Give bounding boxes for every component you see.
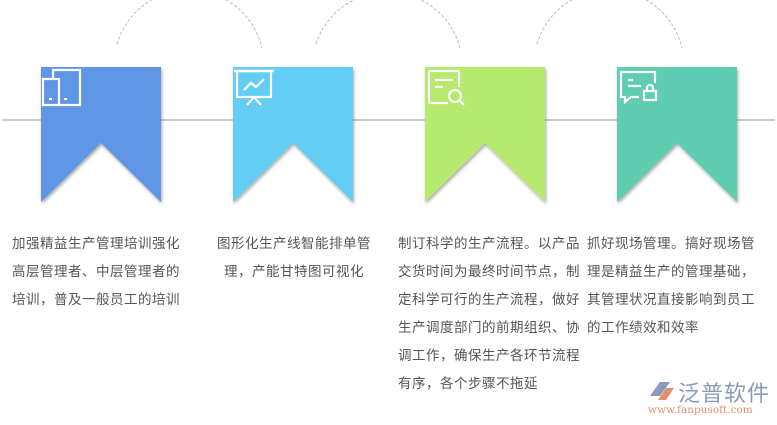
step-banner-3 bbox=[425, 67, 545, 203]
devices-icon bbox=[41, 68, 82, 107]
presentation-chart-icon bbox=[234, 69, 274, 106]
logo-mark-icon bbox=[650, 382, 674, 400]
document-search-icon bbox=[427, 69, 465, 106]
step-description-1: 加强精益生产管理培训强化高层管理者、中层管理者的培训，普及一般员工的培训 bbox=[12, 236, 180, 308]
step-banner-2 bbox=[233, 67, 353, 203]
step-description-2: 图形化生产线智能排单管理，产能甘特图可视化 bbox=[217, 236, 371, 280]
arc-connector bbox=[315, 0, 461, 49]
logo-name: 泛普软件 bbox=[678, 382, 771, 407]
logo-url: www.fanpusoft.com bbox=[648, 404, 753, 416]
arc-connector bbox=[116, 0, 263, 49]
arc-connector bbox=[536, 0, 683, 49]
brand-logo: 泛普软件 www.fanpusoft.com bbox=[648, 378, 774, 422]
step-description-3: 制订科学的生产流程。以产品交货时间为最终时间节点，制定科学可行的生产流程，做好生… bbox=[398, 236, 580, 392]
step-banner-4 bbox=[617, 67, 737, 203]
step-description-4: 抓好现场管理。搞好现场管理是精益生产的管理基础，其管理状况直接影响到员工的工作绩… bbox=[587, 236, 755, 336]
step-banner-1 bbox=[41, 67, 161, 203]
message-lock-icon bbox=[619, 70, 658, 105]
